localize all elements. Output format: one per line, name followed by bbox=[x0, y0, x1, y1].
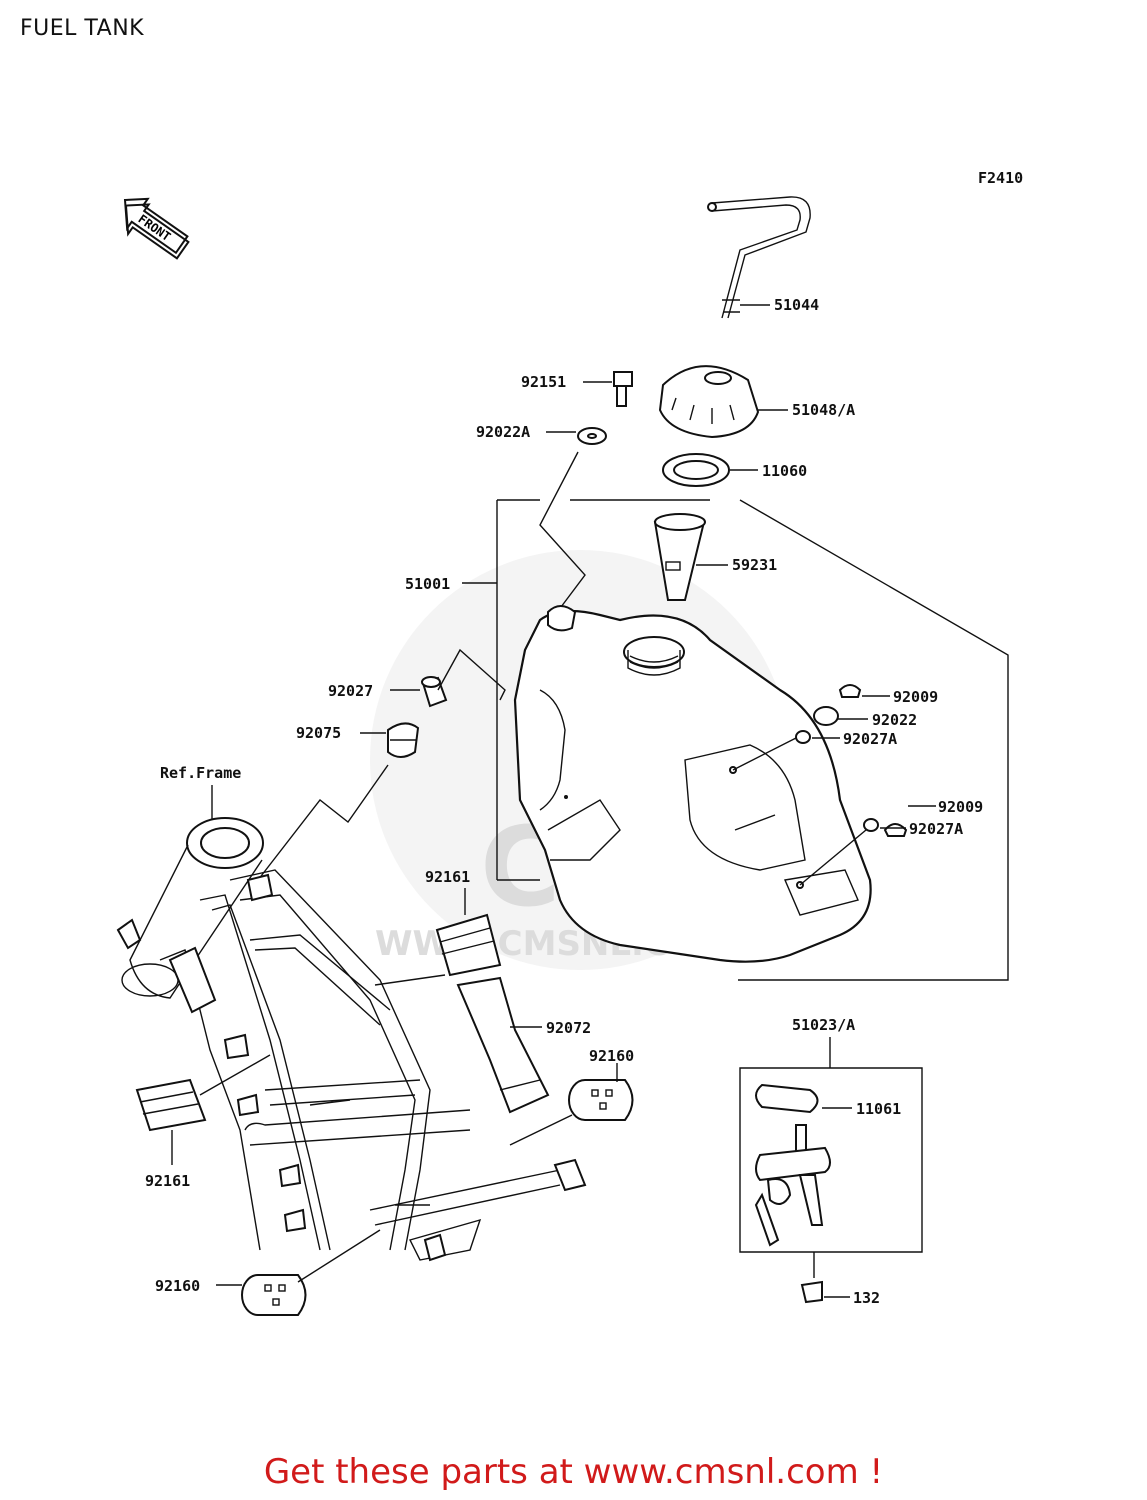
part-label-92009-lower: 92009 bbox=[938, 798, 983, 816]
part-label-92022A: 92022A bbox=[476, 423, 530, 441]
part-label-92151: 92151 bbox=[521, 373, 566, 391]
damper-92161-upper bbox=[374, 888, 502, 986]
breather-hose bbox=[707, 196, 811, 319]
part-label-132: 132 bbox=[853, 1289, 880, 1307]
washer-92022 bbox=[813, 706, 868, 726]
damper-92027 bbox=[390, 648, 506, 708]
bolt-92151 bbox=[583, 371, 633, 407]
damper-92161-lower bbox=[135, 1054, 271, 1165]
figure-code: F2410 bbox=[978, 169, 1023, 187]
part-label-59231: 59231 bbox=[732, 556, 777, 574]
part-label-92161-lower: 92161 bbox=[145, 1172, 190, 1190]
collar-92027A-upper bbox=[795, 730, 840, 744]
part-label-92027A-lower: 92027A bbox=[909, 820, 963, 838]
front-arrow-icon: FRONT bbox=[123, 197, 190, 260]
ref-frame-label: Ref.Frame bbox=[160, 764, 241, 782]
footer-promo-link[interactable]: Get these parts at www.cmsnl.com ! bbox=[263, 1452, 884, 1492]
damper-92160-upper bbox=[509, 1063, 634, 1146]
fuel-cock-assembly bbox=[739, 1037, 923, 1304]
fuel-tank bbox=[513, 605, 872, 963]
bolt-92009-lower bbox=[883, 805, 936, 837]
washer-92022A bbox=[546, 427, 607, 445]
part-label-51001: 51001 bbox=[405, 575, 450, 593]
part-label-92072: 92072 bbox=[546, 1019, 591, 1037]
bolt-92009-upper bbox=[838, 684, 890, 698]
fuel-filter-59231 bbox=[653, 513, 728, 601]
gasket-11060 bbox=[662, 453, 758, 487]
part-label-51048A: 51048/A bbox=[792, 401, 855, 419]
part-label-51044: 51044 bbox=[774, 296, 819, 314]
part-label-92027: 92027 bbox=[328, 682, 373, 700]
part-label-92009-upper: 92009 bbox=[893, 688, 938, 706]
page-title: FUEL TANK bbox=[20, 16, 145, 41]
part-label-92161-upper: 92161 bbox=[425, 868, 470, 886]
fuel-cap bbox=[658, 365, 788, 439]
part-label-92075: 92075 bbox=[296, 724, 341, 742]
part-label-92160-upper: 92160 bbox=[589, 1047, 634, 1065]
part-label-11060: 11060 bbox=[762, 462, 807, 480]
part-label-92160-lower: 92160 bbox=[155, 1277, 200, 1295]
part-label-92027A-upper: 92027A bbox=[843, 730, 897, 748]
part-label-51023A: 51023/A bbox=[792, 1016, 855, 1034]
collar-92027A-lower bbox=[863, 818, 906, 832]
tank-assembly-bracket bbox=[462, 451, 1009, 981]
part-label-92022: 92022 bbox=[872, 711, 917, 729]
frame bbox=[116, 817, 587, 1262]
damper-92160-lower bbox=[216, 1229, 381, 1316]
part-label-11061: 11061 bbox=[856, 1100, 901, 1118]
grommet-92075 bbox=[257, 722, 420, 881]
bracket-92072 bbox=[456, 976, 550, 1114]
